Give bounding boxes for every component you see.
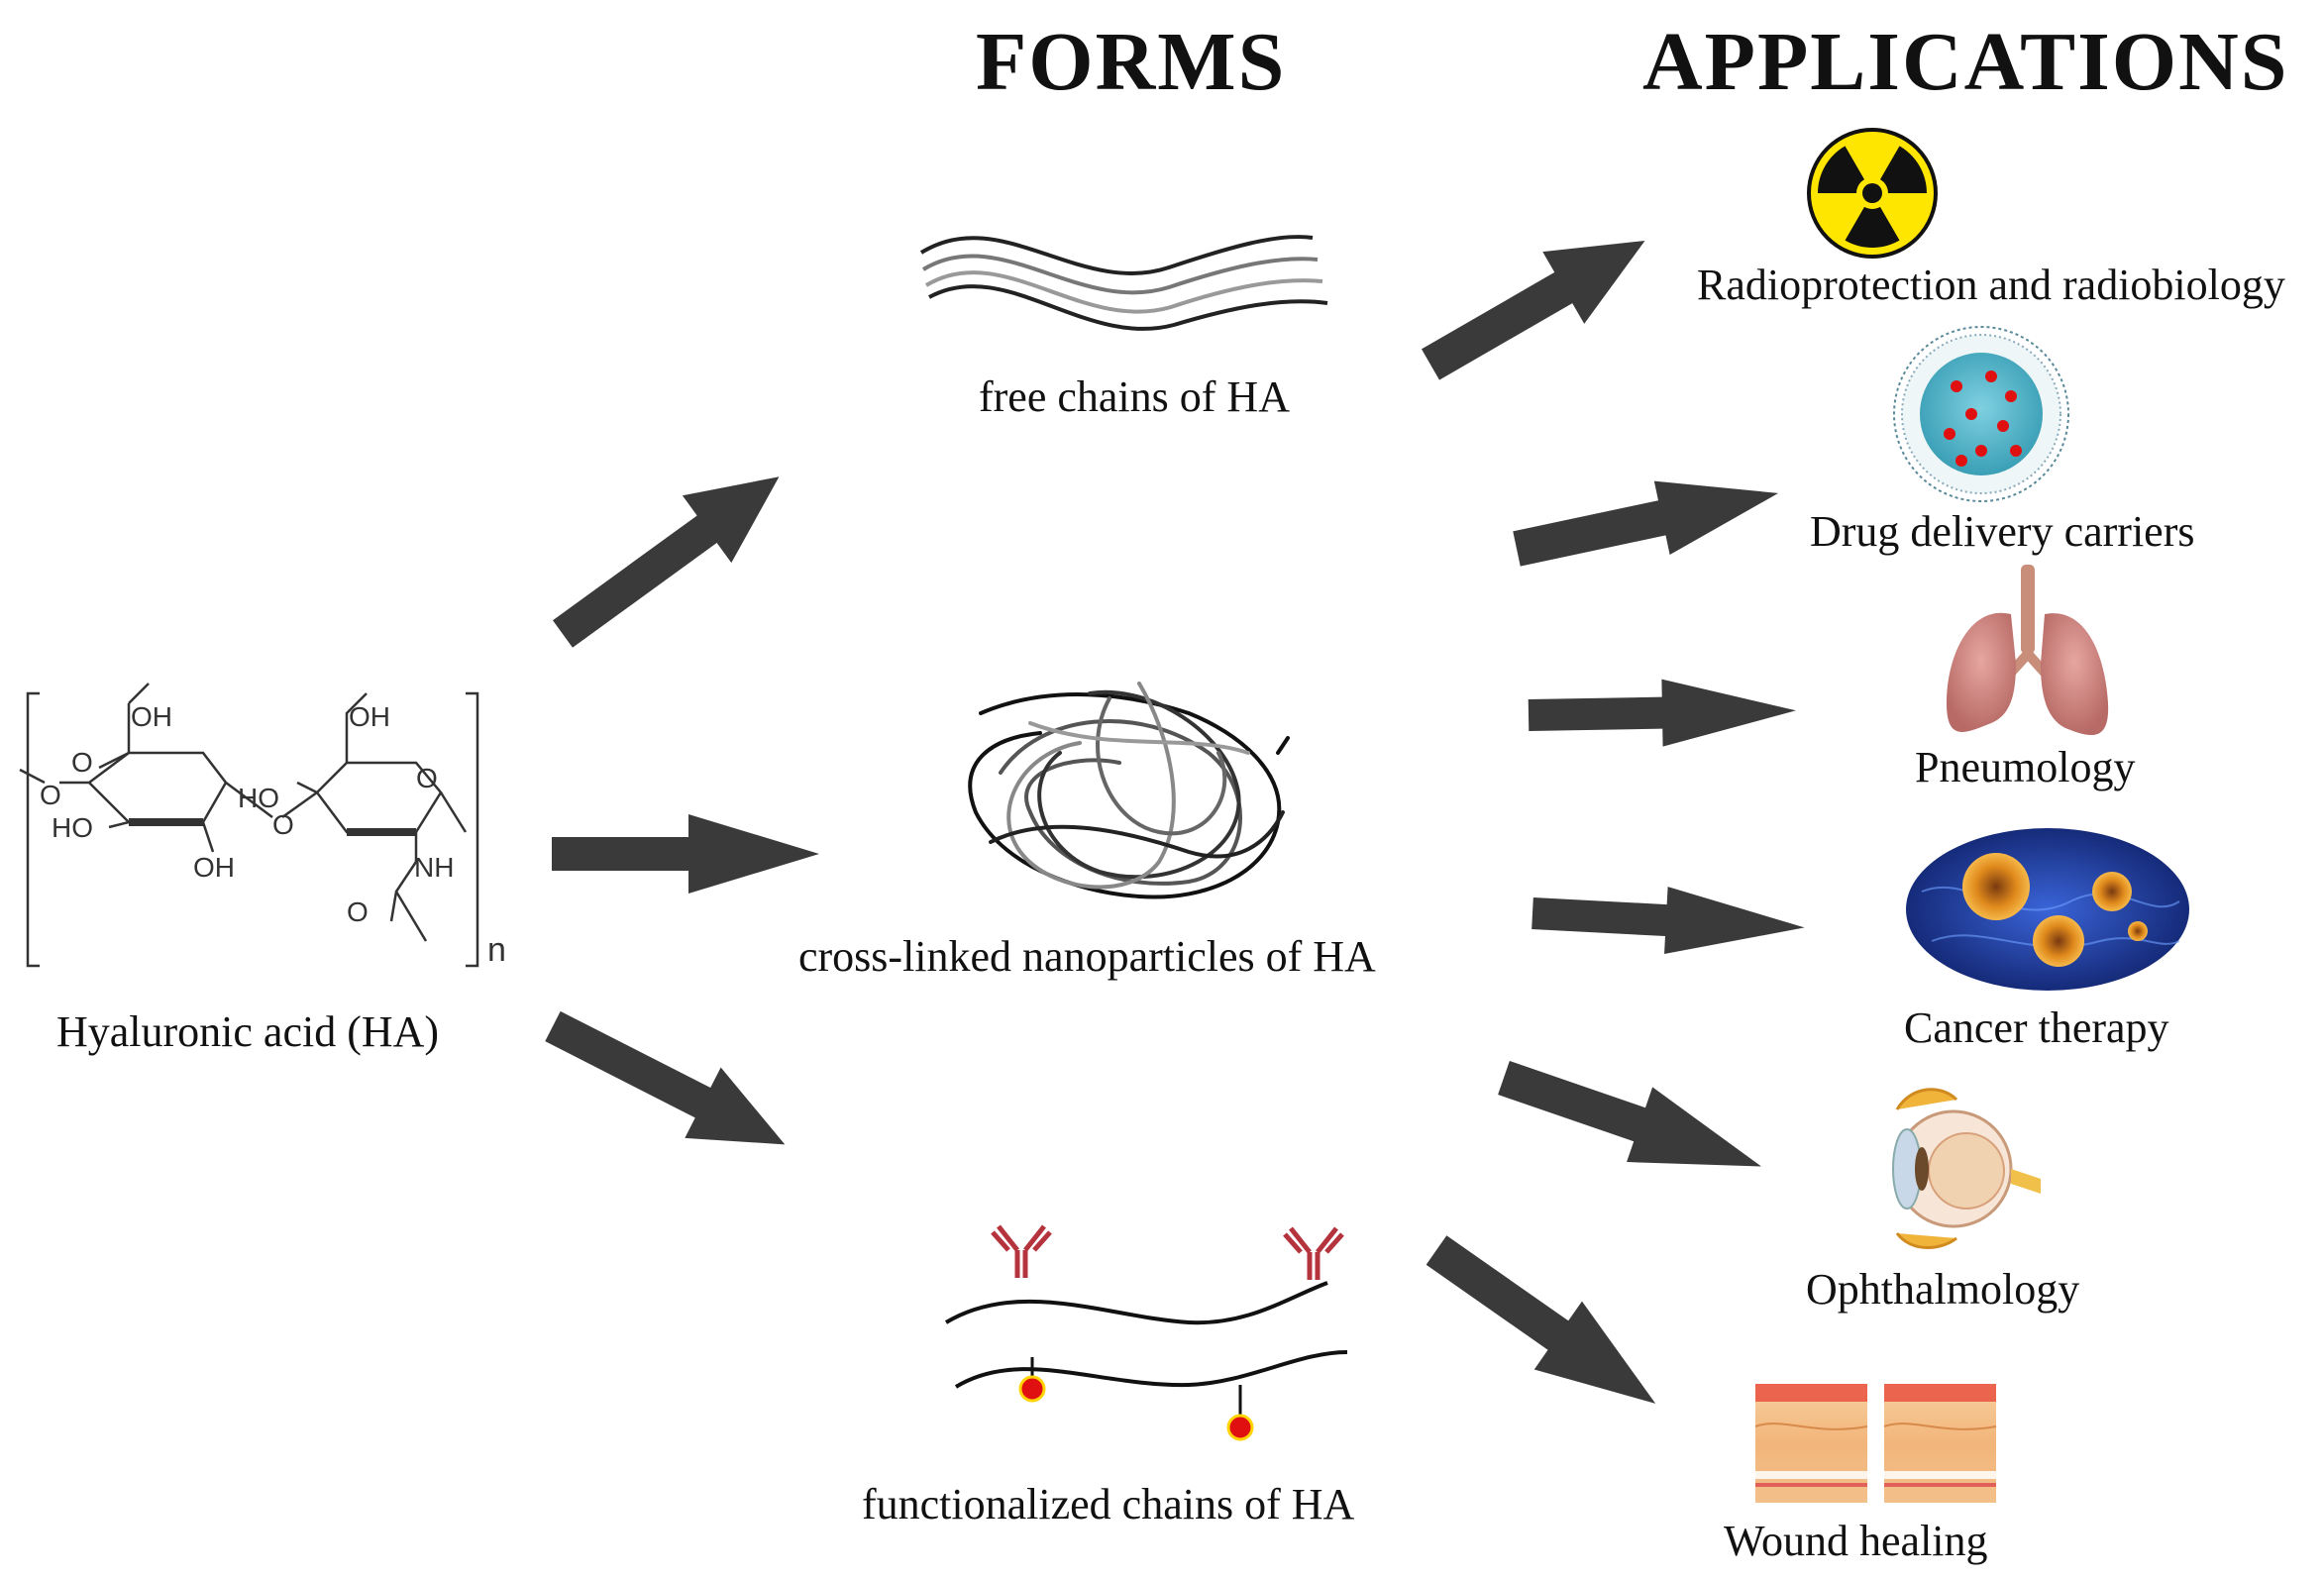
arrow-to-wound-healing <box>1426 1235 1656 1404</box>
eye-icon <box>1892 1088 2041 1249</box>
functionalized-chains-icon <box>944 1224 1348 1441</box>
app-label-wound-healing: Wound healing <box>1724 1517 1988 1565</box>
struct-label-oh-2: OH <box>193 852 235 883</box>
hyaluronic-acid-structure <box>19 683 479 968</box>
form-label-nanoparticles: cross-linked nanoparticles of HA <box>798 932 1376 981</box>
struct-label-nh: NH <box>414 852 454 883</box>
liposome-icon <box>1893 326 2069 502</box>
struct-label-o-5: O <box>347 896 369 927</box>
struct-label-n: n <box>487 931 506 969</box>
struct-label-ho-1: HO <box>52 812 93 843</box>
free-chains-icon <box>919 235 1328 331</box>
struct-label-oh-3: OH <box>349 701 390 732</box>
struct-label-o-3: O <box>272 809 294 840</box>
hyaluronic-acid-structure-labels: OH O O HO OH O HO OH O NH O n <box>40 701 506 969</box>
drug-dot-icon <box>1226 1414 1254 1441</box>
arrow-to-free-chains <box>553 476 780 648</box>
form-label-free-chains: free chains of HA <box>979 372 1290 421</box>
hyaluronic-acid-label: Hyaluronic acid (HA) <box>56 1007 440 1056</box>
arrow-to-ophthalmology <box>1498 1060 1762 1167</box>
antibody-icon <box>991 1224 1052 1278</box>
arrow-to-nanoparticles <box>552 814 819 894</box>
app-label-ophthalmology: Ophthalmology <box>1806 1265 2080 1314</box>
cancer-cells-icon <box>1906 828 2189 991</box>
struct-label-o-1: O <box>71 747 93 778</box>
arrow-to-pneumology <box>1528 679 1796 747</box>
applications-header: APPLICATIONS <box>1642 16 2289 108</box>
form-label-functionalized: functionalized chains of HA <box>862 1480 1355 1528</box>
nanoparticle-tangle-icon <box>968 682 1290 899</box>
app-label-radioprotection: Radioprotection and radiobiology <box>1697 261 2285 309</box>
struct-label-o-4: O <box>416 763 438 793</box>
skin-layers-icon <box>1754 1384 1997 1503</box>
drug-dot-icon <box>1018 1375 1046 1403</box>
arrows-to-applications <box>1422 241 1805 1404</box>
arrows-to-forms <box>545 476 819 1145</box>
app-label-cancer-therapy: Cancer therapy <box>1904 1003 2169 1052</box>
app-label-drug-delivery: Drug delivery carriers <box>1810 507 2195 556</box>
antibody-icon <box>1283 1226 1344 1280</box>
struct-label-o-2: O <box>40 780 61 810</box>
radiation-trefoil-icon <box>1807 128 1938 259</box>
arrow-to-functionalized <box>545 1010 786 1145</box>
arrow-to-cancer-therapy <box>1532 887 1805 955</box>
struct-label-oh-1: OH <box>131 701 172 732</box>
app-label-pneumology: Pneumology <box>1915 743 2136 791</box>
struct-label-ho-2: HO <box>238 783 279 813</box>
lungs-icon <box>1947 565 2109 736</box>
arrow-to-drug-delivery <box>1513 480 1779 567</box>
forms-header: FORMS <box>976 16 1287 108</box>
arrow-to-radioprotection <box>1422 241 1645 380</box>
